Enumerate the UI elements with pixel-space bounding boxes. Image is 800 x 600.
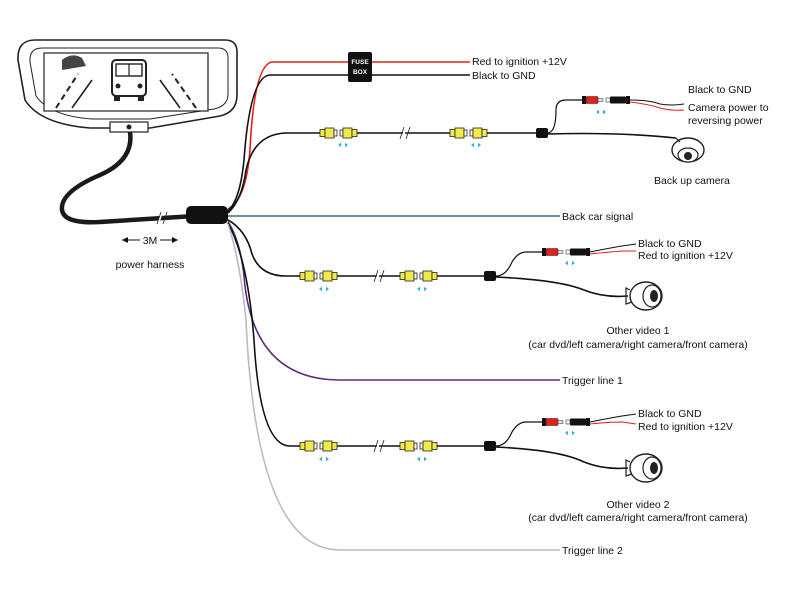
backup-camera-label: Back up camera	[654, 175, 730, 187]
fuse-box: FUSE BOX	[348, 52, 372, 82]
trigger-line-1-label: Trigger line 1	[562, 375, 623, 387]
black-power-label: Black to GND	[472, 70, 536, 82]
video1-black-label: Black to GND	[638, 238, 702, 250]
svg-text:BOX: BOX	[353, 69, 368, 76]
rear-view-mirror	[17, 39, 238, 133]
main-cable	[59, 131, 196, 225]
backup-camera-icon	[671, 137, 705, 163]
video2-cable	[227, 222, 300, 447]
video1-desc-label: (car dvd/left camera/right camera/front …	[528, 339, 747, 351]
video2-name-label: Other video 2	[606, 499, 669, 511]
svg-text:FUSE: FUSE	[351, 59, 369, 66]
video2-black-label: Black to GND	[638, 408, 702, 420]
cable-length-label: 3M	[143, 235, 158, 247]
video1-camera-icon	[625, 281, 663, 311]
bus-icon	[55, 55, 197, 109]
backup-power-label-1: Camera power to	[688, 102, 769, 114]
video2-desc-label: (car dvd/left camera/right camera/front …	[528, 512, 747, 524]
backup-power-label-2: reversing power	[688, 115, 763, 127]
trigger-line-1-wire	[227, 221, 560, 381]
video2-red-label: Red to ignition +12V	[638, 421, 733, 433]
back-car-signal-label: Back car signal	[562, 211, 633, 223]
trigger-line-2-label: Trigger line 2	[562, 545, 623, 557]
video1-name-label: Other video 1	[606, 325, 669, 337]
backup-black-label: Black to GND	[688, 84, 752, 96]
power-harness-label: power harness	[116, 259, 185, 271]
video1-cable	[227, 219, 300, 277]
red-power-label: Red to ignition +12V	[472, 56, 567, 68]
backup-video-cable	[227, 132, 320, 214]
video1-red-label: Red to ignition +12V	[638, 250, 733, 262]
video2-camera-icon	[625, 453, 663, 483]
cable-length-arrow	[122, 234, 178, 246]
wire-junction	[186, 206, 228, 224]
black-power-wire	[227, 74, 470, 212]
trigger-line-2-wire	[227, 223, 560, 551]
